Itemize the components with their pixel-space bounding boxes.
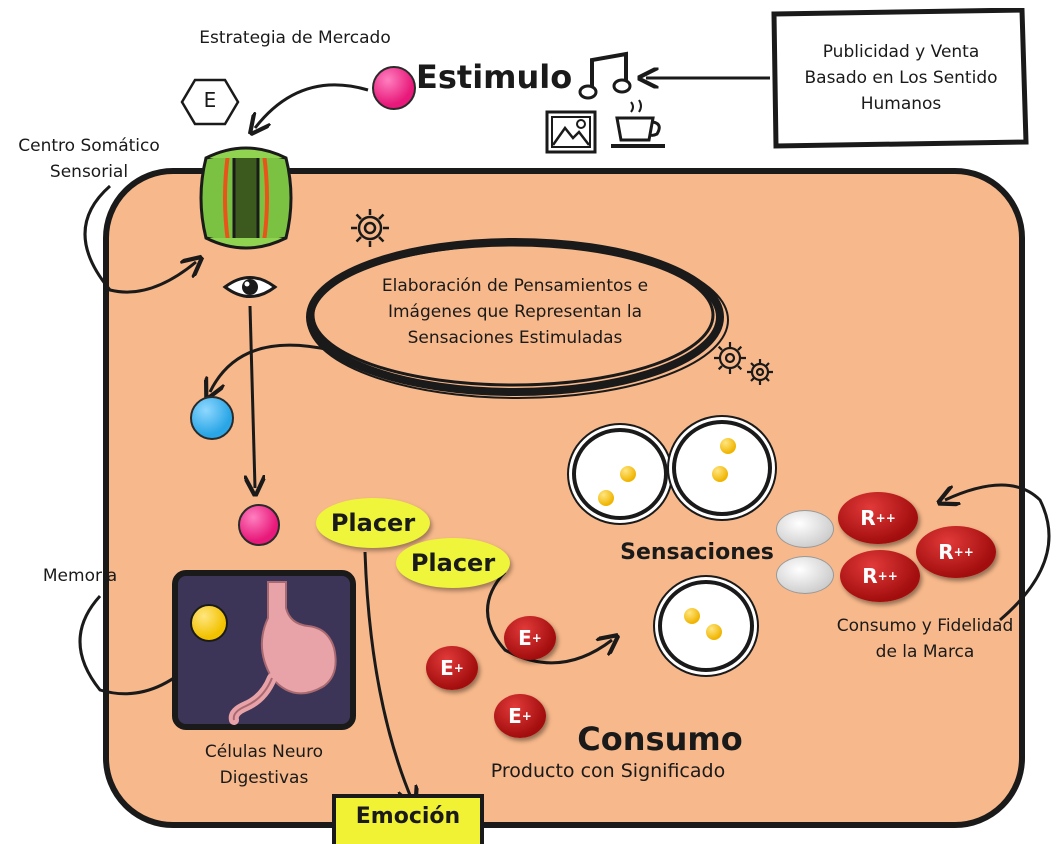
picture-icon [545, 110, 597, 154]
gear-icon [351, 209, 389, 247]
hexagon-e-label: E [203, 88, 217, 112]
yellow-memory-dot [190, 604, 228, 642]
vesicle-1-dot-b [598, 490, 614, 506]
stomach-icon [228, 581, 337, 725]
r-plus-egg-3: R++ [840, 550, 920, 602]
somatic-center-icon [199, 146, 293, 250]
vesicle-1-dot-a [620, 466, 636, 482]
memoria-label: Memoria [42, 566, 118, 586]
publicidad-box [771, 8, 1029, 149]
coffee-cup-icon [611, 99, 665, 148]
gears-icon [714, 342, 773, 385]
vesicle-3-dot-a [684, 608, 700, 624]
vesicle-2-dot-a [720, 438, 736, 454]
celulas-line-1: Células Neuro [204, 742, 324, 762]
e-plus-egg-1: E+ [504, 616, 556, 660]
centro-line-2: Sensorial [49, 162, 129, 182]
stimulus-dot [372, 66, 416, 110]
vesicle-2-dot-b [712, 466, 728, 482]
eye-icon [222, 276, 278, 298]
elaboracion-line-2: Imágenes que Representan la [387, 302, 643, 322]
consumo-label: Consumo [577, 720, 743, 758]
centro-line-1: Centro Somático [18, 136, 160, 156]
vesicle-3-dot-b [706, 624, 722, 640]
fidelidad-line-2: de la Marca [875, 642, 975, 662]
elaboracion-line-3: Sensaciones Estimuladas [407, 328, 623, 348]
estimulo-label: Estimulo [416, 58, 573, 96]
receptor-1 [776, 510, 834, 548]
estrategia-label: Estrategia de Mercado [199, 28, 391, 48]
r-plus-egg-2: R++ [916, 526, 996, 578]
elaboracion-line-1: Elaboración de Pensamientos e [381, 276, 649, 296]
vesicle-2 [672, 420, 772, 516]
sensaciones-label: Sensaciones [620, 540, 774, 565]
placer-pill-1: Placer [316, 498, 430, 548]
vesicle-3 [658, 580, 754, 672]
publicidad-line-1: Publicidad y Venta [822, 42, 980, 62]
e-plus-egg-3: E+ [494, 694, 546, 738]
emocion-box [332, 794, 484, 844]
publicidad-line-3: Humanos [860, 94, 942, 114]
publicidad-line-2: Basado en Los Sentido [804, 68, 998, 88]
e-plus-egg-2: E+ [426, 646, 478, 690]
emocion-label: Emoción [355, 804, 461, 829]
thought-ellipse [306, 238, 729, 399]
blue-dot [190, 396, 234, 440]
placer-pill-2: Placer [396, 538, 510, 588]
celulas-line-2: Digestivas [219, 768, 309, 788]
receptor-2 [776, 556, 834, 594]
r-plus-egg-1: R++ [838, 492, 918, 544]
hexagon-e-icon [180, 78, 240, 126]
fidelidad-line-1: Consumo y Fidelidad [836, 616, 1014, 636]
producto-label: Producto con Significado [490, 760, 726, 782]
magenta-dot-lower [238, 504, 280, 546]
music-note-icon [578, 51, 632, 100]
